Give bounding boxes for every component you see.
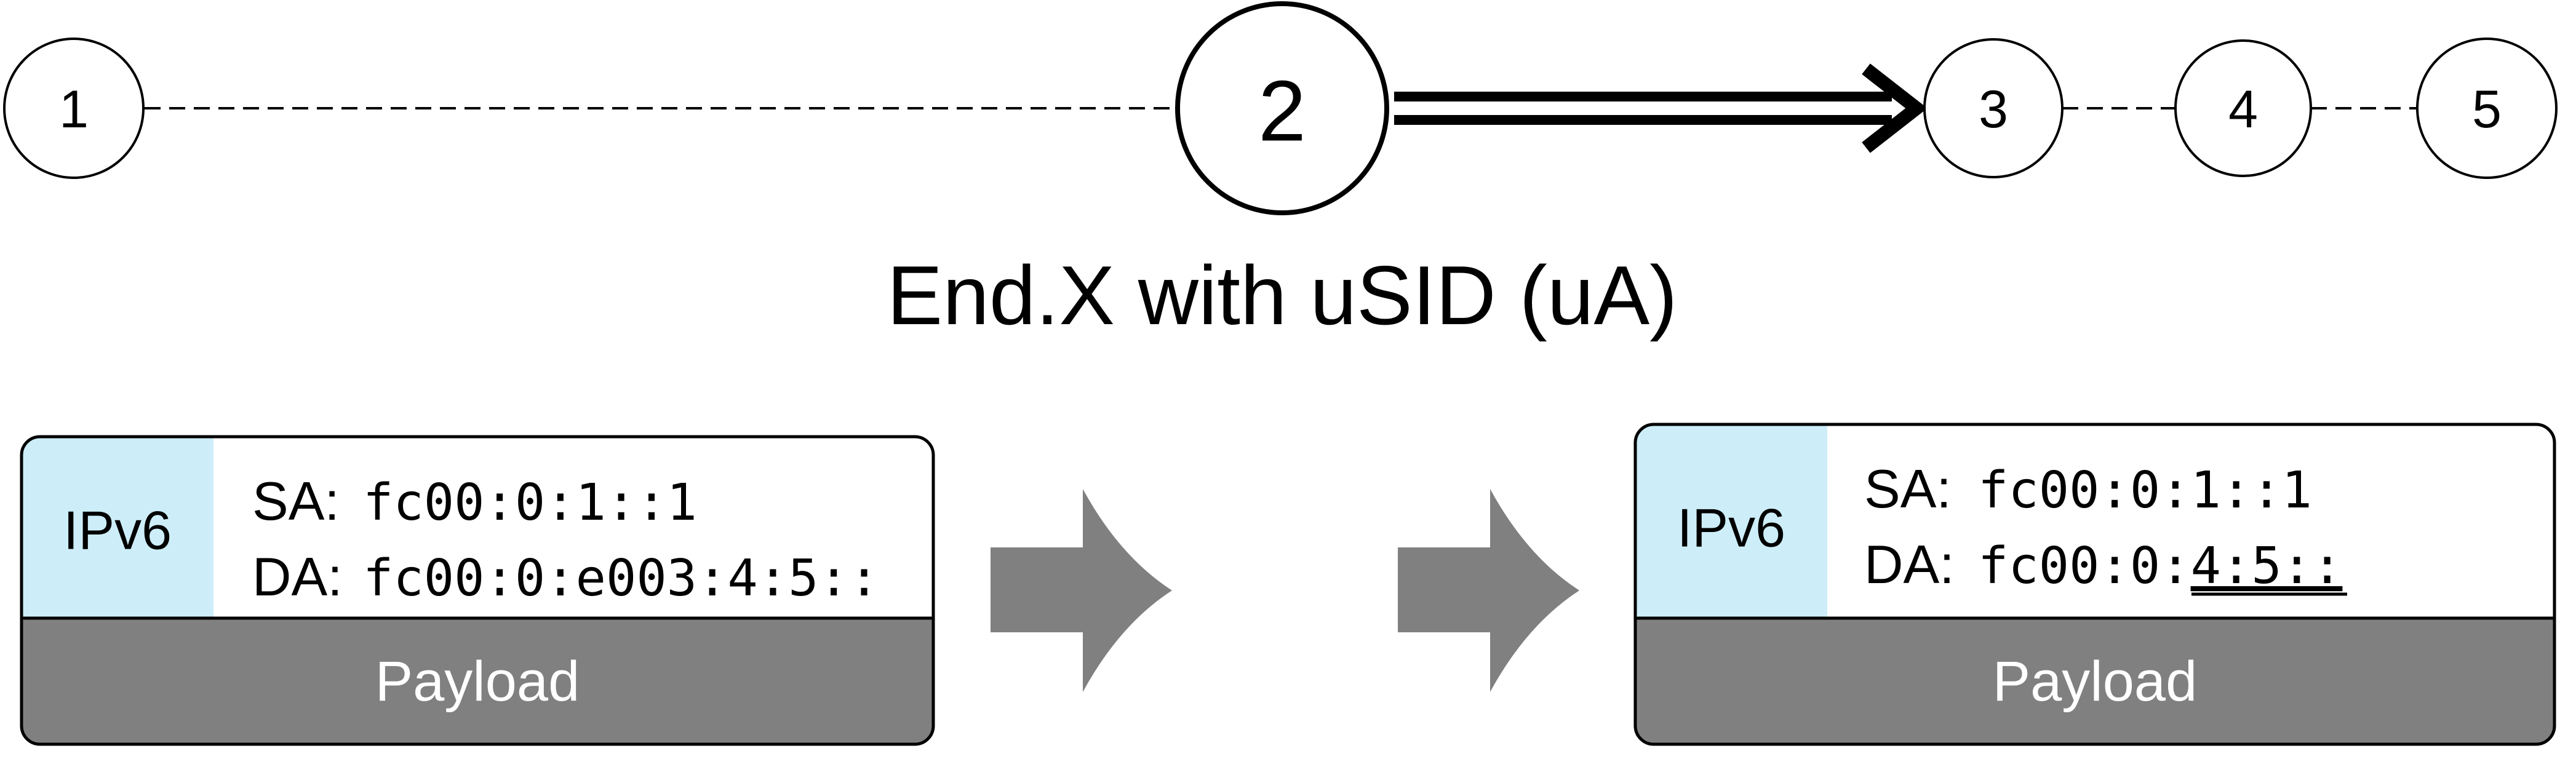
- transition-arrow-2: [1398, 489, 1579, 692]
- ipv6-label: IPv6: [63, 500, 172, 561]
- da-label: DA:: [1864, 534, 1955, 595]
- node-4: 4: [2174, 39, 2312, 177]
- payload-bar: [1635, 618, 2554, 744]
- node-1-label: 1: [59, 80, 89, 139]
- da-prefix: fc00:0:: [1978, 537, 2191, 595]
- forwarding-arrow: [1394, 63, 1928, 153]
- node-2-label: 2: [1258, 63, 1306, 159]
- node-2: 2: [1175, 1, 1389, 215]
- packet-after: IPv6 SA: fc00:0:1::1 DA: fc00:0:4:5:: Pa…: [1633, 423, 2556, 746]
- da-label: DA:: [252, 546, 343, 607]
- node-1: 1: [3, 38, 145, 179]
- da-shifted-usid: 4:5::: [2191, 537, 2343, 595]
- sa-label: SA:: [252, 471, 340, 531]
- sa-value: fc00:0:1::1: [1978, 461, 2312, 520]
- node-5-label: 5: [2472, 80, 2502, 139]
- node-3-label: 3: [1979, 80, 2008, 139]
- node-3: 3: [1923, 38, 2064, 178]
- payload-label: Payload: [1993, 650, 2197, 713]
- sa-label: SA:: [1864, 458, 1952, 519]
- diagram-title: End.X with uSID (uA): [887, 248, 1678, 342]
- ipv6-label: IPv6: [1677, 498, 1785, 558]
- ipv6-header-cell: [1635, 424, 1827, 618]
- ipv6-header-cell: [22, 437, 213, 618]
- transition-arrow-1: [991, 489, 1172, 692]
- packet-before: IPv6 SA: fc00:0:1::1 DA: fc00:0:e003:4:5…: [20, 435, 935, 746]
- node-4-label: 4: [2228, 80, 2258, 139]
- payload-bar: [22, 618, 933, 744]
- node-5: 5: [2416, 38, 2558, 179]
- da-value: fc00:0:4:5::: [1978, 537, 2342, 595]
- payload-label: Payload: [375, 650, 580, 713]
- sa-value: fc00:0:1::1: [363, 474, 697, 532]
- da-value: fc00:0:e003:4:5::: [363, 549, 879, 608]
